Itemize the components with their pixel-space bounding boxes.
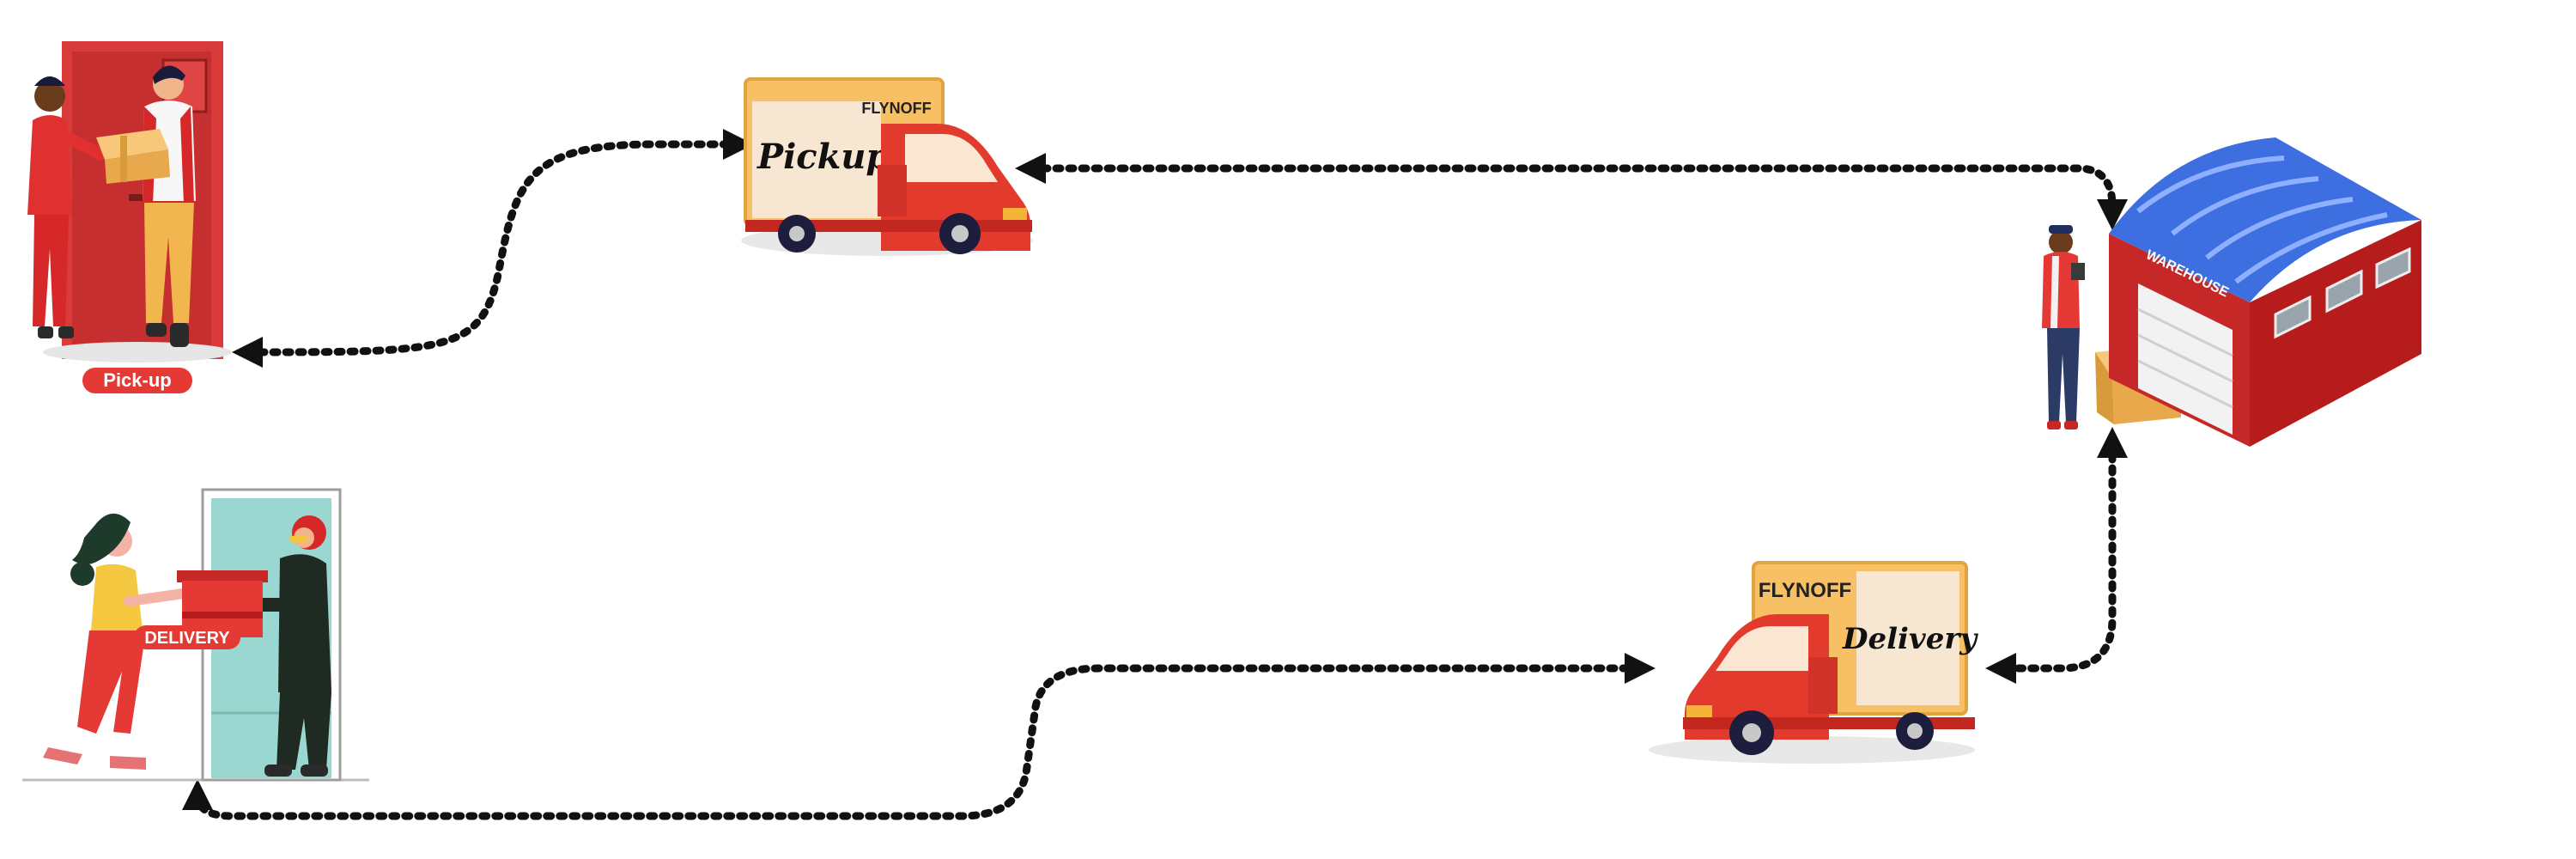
delivery-scene-icon: DELIVERY — [22, 488, 369, 782]
delivery-truck-icon: FLYNOFF Delivery — [1649, 561, 1978, 764]
connector-pickup-to-truck — [232, 129, 754, 368]
package-box-icon — [96, 129, 170, 184]
pickup-truck-icon: FLYNOFF Pickup — [741, 77, 1033, 256]
delivery-courier-icon — [228, 515, 331, 777]
pickup-badge — [82, 368, 192, 393]
connector-warehouse-to-delivery-truck — [1985, 427, 2128, 684]
connector-delivery-truck-to-delivery — [182, 653, 1656, 820]
delivery-truck-script: Delivery — [1842, 622, 1978, 656]
delivery-recipient-icon — [43, 513, 194, 770]
pickup-scene-icon: Pick-up — [27, 41, 232, 393]
warehouse-building-icon: WAREHOUSE — [2042, 137, 2421, 447]
pickup-truck-brand: FLYNOFF — [861, 100, 931, 117]
delivery-badge — [134, 625, 240, 649]
pickup-truck-script: Pickup — [756, 137, 890, 177]
flow-connectors — [182, 129, 2128, 820]
connector-truck-to-warehouse — [1015, 153, 2128, 230]
delivery-truck-brand: FLYNOFF — [1759, 579, 1851, 602]
pickup-badge-label: Pick-up — [103, 369, 171, 391]
customer-person-icon — [27, 76, 107, 338]
delivery-badge-label: DELIVERY — [144, 629, 230, 648]
warehouse-worker-icon — [2042, 225, 2085, 430]
